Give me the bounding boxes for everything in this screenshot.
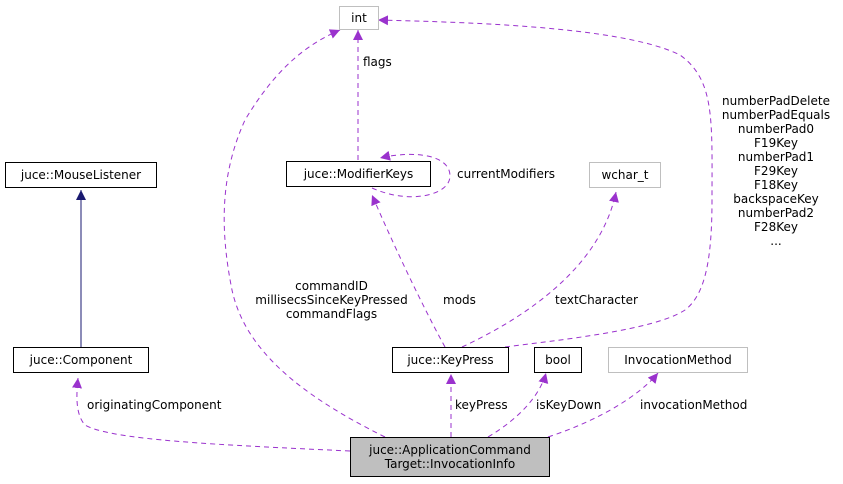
edge-label-command-id: commandID xyxy=(295,279,368,293)
edge-keypress-modifierkeys xyxy=(371,194,446,348)
edge-keypress-wchar xyxy=(461,191,619,348)
node-int-label: int xyxy=(351,11,367,25)
node-wchar-t[interactable]: wchar_t xyxy=(589,162,661,188)
edge-label-keypad-constants: numberPadDelete numberPadEquals numberPa… xyxy=(712,94,840,248)
edge-label-key-press: keyPress xyxy=(455,398,508,412)
edge-label-flags: flags xyxy=(363,55,392,69)
node-key-press-label: juce::KeyPress xyxy=(407,353,494,367)
node-key-press[interactable]: juce::KeyPress xyxy=(392,347,509,373)
keypad-label-10: ... xyxy=(770,234,782,248)
node-wchar-t-label: wchar_t xyxy=(601,168,649,182)
node-bool-label: bool xyxy=(545,353,571,367)
keypad-label-7: backspaceKey xyxy=(733,192,819,206)
edge-invocationinfo-component xyxy=(72,377,351,452)
edge-label-is-key-down: isKeyDown xyxy=(536,398,602,412)
edge-label-command-flags: commandFlags xyxy=(285,307,378,321)
node-modifier-keys[interactable]: juce::ModifierKeys xyxy=(286,161,431,187)
keypad-label-8: numberPad2 xyxy=(737,206,815,220)
keypad-label-5: F29Key xyxy=(754,164,798,178)
keypad-label-0: numberPadDelete xyxy=(722,94,830,108)
edge-label-text-character: textCharacter xyxy=(555,293,638,307)
node-mouse-listener[interactable]: juce::MouseListener xyxy=(5,162,157,188)
keypad-label-3: F19Key xyxy=(754,136,798,150)
edge-label-invocation-method: invocationMethod xyxy=(640,398,748,412)
keypad-label-9: F28Key xyxy=(754,220,798,234)
node-invocation-method[interactable]: InvocationMethod xyxy=(608,347,748,373)
edge-label-command-fields: commandID millisecsSinceKeyPressed comma… xyxy=(244,279,419,321)
keypad-label-1: numberPadEquals xyxy=(721,108,831,122)
node-invocation-method-label: InvocationMethod xyxy=(624,353,732,367)
keypad-label-4: numberPad1 xyxy=(737,150,815,164)
edge-label-millisecs: millisecsSinceKeyPressed xyxy=(255,293,408,307)
edge-invocationinfo-bool xyxy=(487,372,549,438)
edge-modifierkeys-self xyxy=(371,150,451,198)
node-invocation-info-line1: juce::ApplicationCommand xyxy=(369,443,531,457)
node-component-label: juce::Component xyxy=(29,353,133,367)
node-component[interactable]: juce::Component xyxy=(13,347,149,373)
edge-keypress-int xyxy=(377,15,713,348)
keypad-label-2: numberPad0 xyxy=(737,122,815,136)
node-mouse-listener-label: juce::MouseListener xyxy=(20,168,142,182)
edge-label-originating-component: originatingComponent xyxy=(87,398,222,412)
edge-invocationinfo-int xyxy=(223,29,386,438)
edge-label-current-modifiers: currentModifiers xyxy=(457,167,556,181)
edge-label-mods: mods xyxy=(443,293,476,307)
keypad-label-6: F18Key xyxy=(754,178,798,192)
node-modifier-keys-label: juce::ModifierKeys xyxy=(303,167,414,181)
node-int[interactable]: int xyxy=(339,6,379,30)
node-invocation-info-line2: Target::InvocationInfo xyxy=(384,457,516,471)
node-invocation-info[interactable]: juce::ApplicationCommand Target::Invocat… xyxy=(350,437,550,477)
node-bool[interactable]: bool xyxy=(534,347,582,373)
edge-invocationinfo-invocationmethod xyxy=(547,372,659,438)
